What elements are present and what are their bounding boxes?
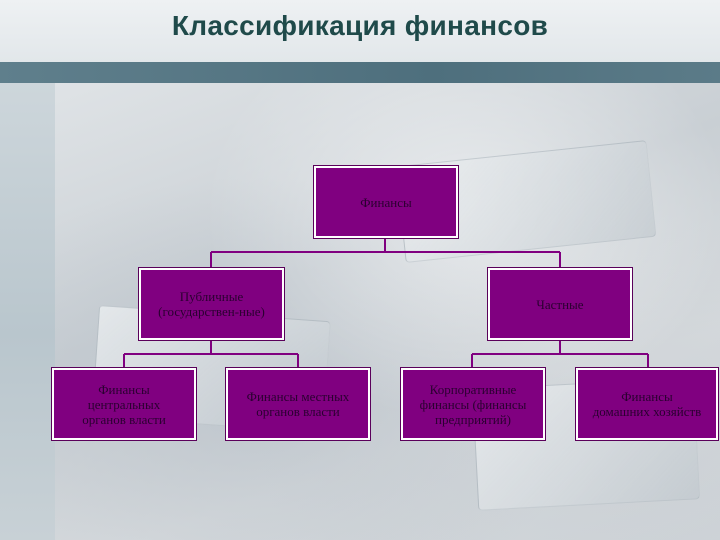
slide-title: Классификация финансов: [171, 10, 549, 41]
left-decorative-strip: [0, 83, 55, 540]
node-private-finance: Частные: [487, 267, 633, 341]
node-household-finance: Финансы домашних хозяйств: [575, 367, 719, 441]
node-central-government-finance: Финансы центральных органов власти: [51, 367, 197, 441]
node-public-finance: Публичные (государствен-ные): [138, 267, 285, 341]
header-band: [0, 62, 720, 83]
title-area: [0, 0, 720, 62]
node-local-government-finance: Финансы местных органов власти: [225, 367, 371, 441]
node-corporate-finance: Корпоративные финансы (финансы предприят…: [400, 367, 546, 441]
node-finance-root: Финансы: [313, 165, 459, 239]
